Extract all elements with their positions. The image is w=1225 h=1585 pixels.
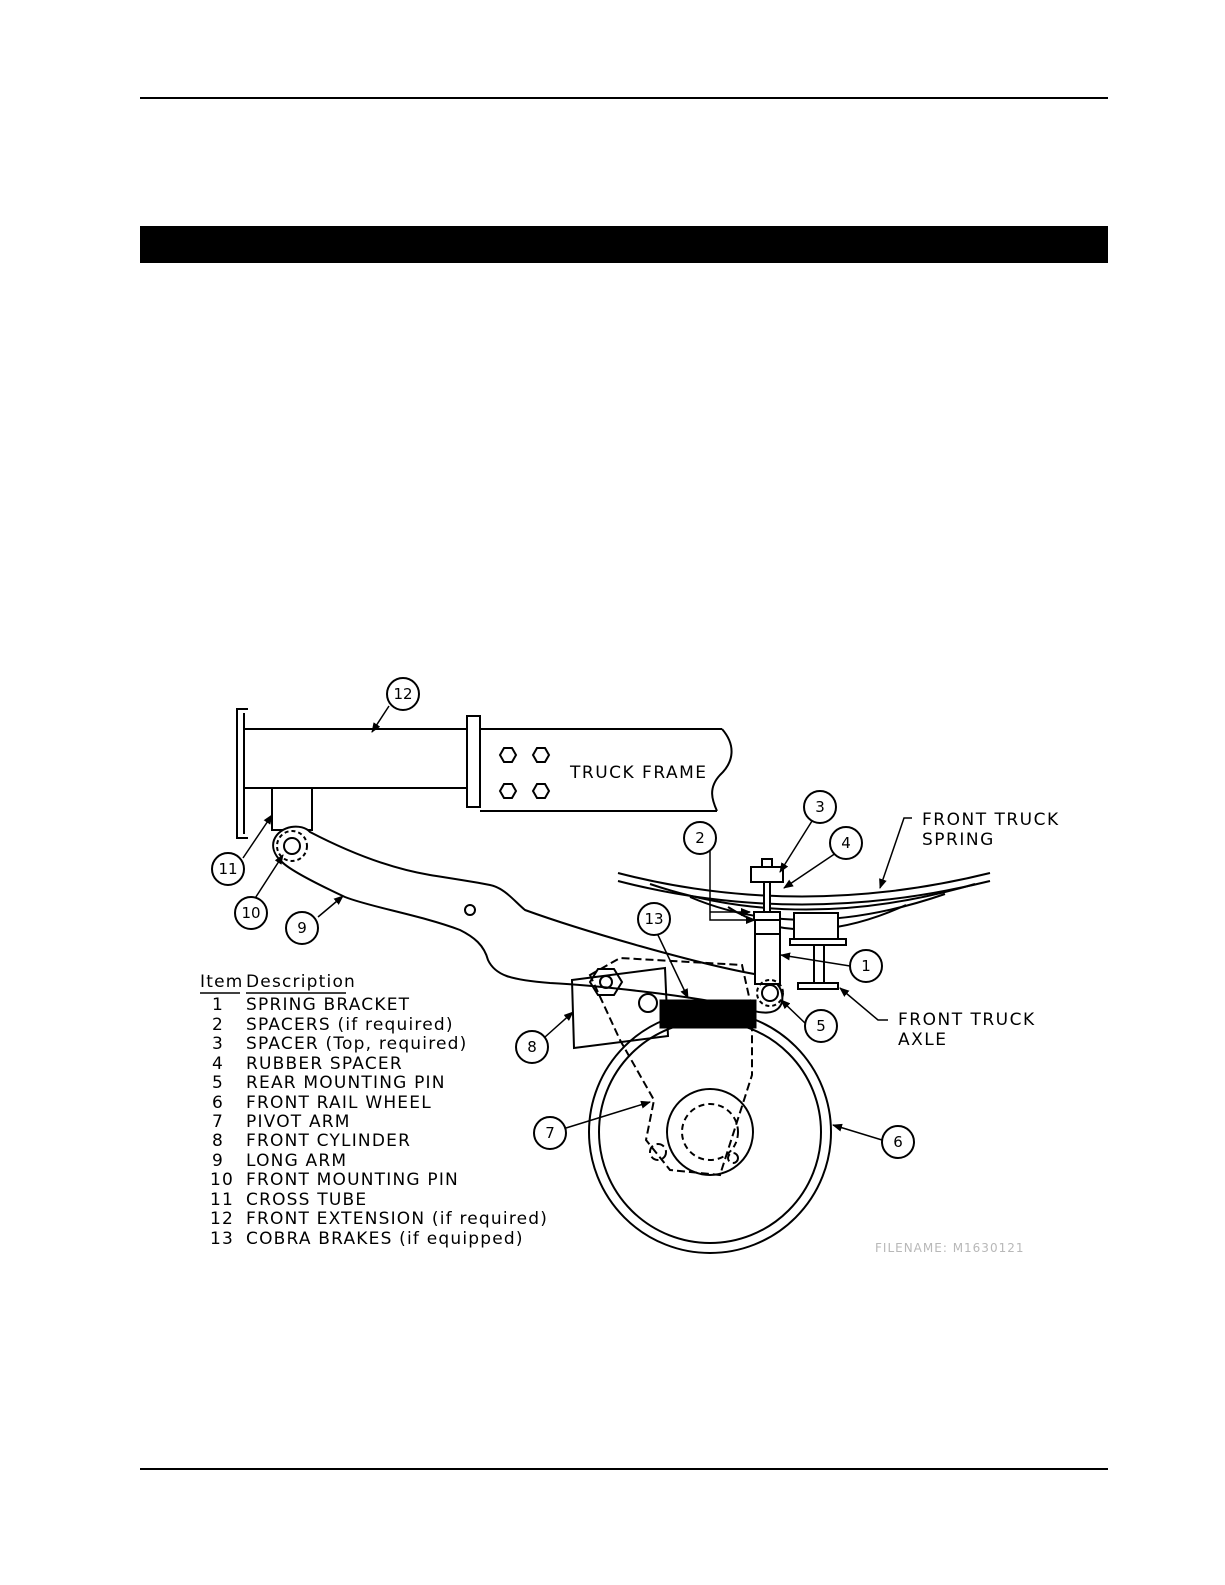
svg-text:FRONT CYLINDER: FRONT CYLINDER <box>246 1131 411 1151</box>
legend-row: 10 FRONT MOUNTING PIN <box>210 1170 459 1190</box>
svg-text:SPRING BRACKET: SPRING BRACKET <box>246 995 410 1015</box>
legend-row: 11 CROSS TUBE <box>210 1190 367 1210</box>
svg-text:12: 12 <box>393 685 412 703</box>
svg-text:7: 7 <box>212 1112 224 1132</box>
front-extension <box>236 708 481 839</box>
svg-text:3: 3 <box>212 1034 224 1054</box>
spring-bracket-assembly <box>750 858 784 985</box>
truck-frame-label: TRUCK FRAME <box>569 763 708 783</box>
svg-text:REAR MOUNTING PIN: REAR MOUNTING PIN <box>246 1073 446 1093</box>
front-mounting-pin <box>276 830 308 862</box>
rear-mounting-pin <box>756 979 784 1007</box>
legend-row: 5 REAR MOUNTING PIN <box>212 1073 446 1093</box>
svg-text:12: 12 <box>210 1209 234 1229</box>
svg-text:4: 4 <box>841 834 851 852</box>
legend-row: 7 PIVOT ARM <box>212 1112 351 1132</box>
callout-2: 2 <box>683 821 717 855</box>
svg-text:2: 2 <box>695 829 705 847</box>
callout-bubbles: 12 11 10 9 2 3 4 13 1 5 8 7 6 <box>211 677 915 1159</box>
svg-text:SPACER (Top, required): SPACER (Top, required) <box>246 1034 468 1054</box>
svg-text:FRONT MOUNTING PIN: FRONT MOUNTING PIN <box>246 1170 459 1190</box>
legend-row: 2 SPACERS (if required) <box>212 1015 454 1035</box>
callout-10: 10 <box>234 896 268 930</box>
svg-text:LONG ARM: LONG ARM <box>246 1151 347 1171</box>
legend-row: 4 RUBBER SPACER <box>212 1054 403 1074</box>
legend-row: 1 SPRING BRACKET <box>212 995 410 1015</box>
cross-tube <box>271 787 313 831</box>
svg-text:11: 11 <box>218 860 237 878</box>
svg-text:9: 9 <box>297 919 307 937</box>
cobra-brake-pad <box>659 999 757 1029</box>
svg-text:PIVOT ARM: PIVOT ARM <box>246 1112 351 1132</box>
callout-7: 7 <box>533 1116 567 1150</box>
callout-13: 13 <box>637 902 671 936</box>
svg-text:7: 7 <box>545 1124 555 1142</box>
svg-text:1: 1 <box>861 957 871 975</box>
legend-row: 8 FRONT CYLINDER <box>212 1131 411 1151</box>
front-cylinder <box>570 966 670 1050</box>
front-truck-spring-label-2: SPRING <box>922 830 995 850</box>
front-truck-axle-label-2: AXLE <box>898 1030 948 1050</box>
svg-text:6: 6 <box>212 1093 224 1113</box>
front-truck-spring-label-1: FRONT TRUCK <box>922 810 1060 830</box>
svg-text:SPACERS (if required): SPACERS (if required) <box>246 1015 454 1035</box>
legend-header-item: Item <box>200 972 244 992</box>
callout-11: 11 <box>211 852 245 886</box>
svg-text:4: 4 <box>212 1054 224 1074</box>
callout-8: 8 <box>515 1030 549 1064</box>
svg-text:8: 8 <box>212 1131 224 1151</box>
callout-6: 6 <box>881 1125 915 1159</box>
callout-9: 9 <box>285 911 319 945</box>
svg-text:13: 13 <box>210 1229 234 1249</box>
legend-row: 13 COBRA BRAKES (if equipped) <box>210 1229 524 1249</box>
svg-text:5: 5 <box>212 1073 224 1093</box>
svg-text:1: 1 <box>212 995 224 1015</box>
legend-row: 9 LONG ARM <box>212 1151 347 1171</box>
svg-text:6: 6 <box>893 1133 903 1151</box>
svg-text:CROSS TUBE: CROSS TUBE <box>246 1190 367 1210</box>
svg-text:10: 10 <box>241 904 260 922</box>
svg-text:RUBBER SPACER: RUBBER SPACER <box>246 1054 403 1074</box>
long-arm <box>272 825 784 1014</box>
svg-text:9: 9 <box>212 1151 224 1171</box>
svg-text:13: 13 <box>644 910 663 928</box>
legend-header-description: Description <box>246 972 356 992</box>
pivot-arm <box>588 956 753 1177</box>
legend-row: 12 FRONT EXTENSION (if required) <box>210 1209 548 1229</box>
arm-hole <box>464 904 476 916</box>
svg-text:COBRA BRAKES (if equipped): COBRA BRAKES (if equipped) <box>246 1229 524 1249</box>
front-truck-axle-label-1: FRONT TRUCK <box>898 1010 1036 1030</box>
front-truck-axle <box>789 912 847 990</box>
svg-text:FRONT EXTENSION (if required): FRONT EXTENSION (if required) <box>246 1209 548 1229</box>
filename-label: FILENAME: M1630121 <box>875 1241 1024 1255</box>
callout-leaders <box>242 705 912 1141</box>
legend-row: 3 SPACER (Top, required) <box>212 1034 468 1054</box>
svg-text:8: 8 <box>527 1038 537 1056</box>
svg-text:10: 10 <box>210 1170 234 1190</box>
section-title-bar <box>140 226 1108 263</box>
front-rail-wheel <box>588 1010 832 1254</box>
callout-3: 3 <box>803 790 837 824</box>
svg-text:2: 2 <box>212 1015 224 1035</box>
callout-12: 12 <box>386 677 420 711</box>
legend-row: 6 FRONT RAIL WHEEL <box>212 1093 432 1113</box>
callout-1: 1 <box>849 949 883 983</box>
svg-text:FRONT RAIL WHEEL: FRONT RAIL WHEEL <box>246 1093 432 1113</box>
svg-text:11: 11 <box>210 1190 234 1210</box>
svg-text:5: 5 <box>816 1017 826 1035</box>
callout-4: 4 <box>829 826 863 860</box>
svg-text:3: 3 <box>815 798 825 816</box>
truck-frame <box>480 728 733 812</box>
callout-5: 5 <box>804 1009 838 1043</box>
header-rule <box>140 97 1108 99</box>
footer-rule <box>140 1468 1108 1470</box>
